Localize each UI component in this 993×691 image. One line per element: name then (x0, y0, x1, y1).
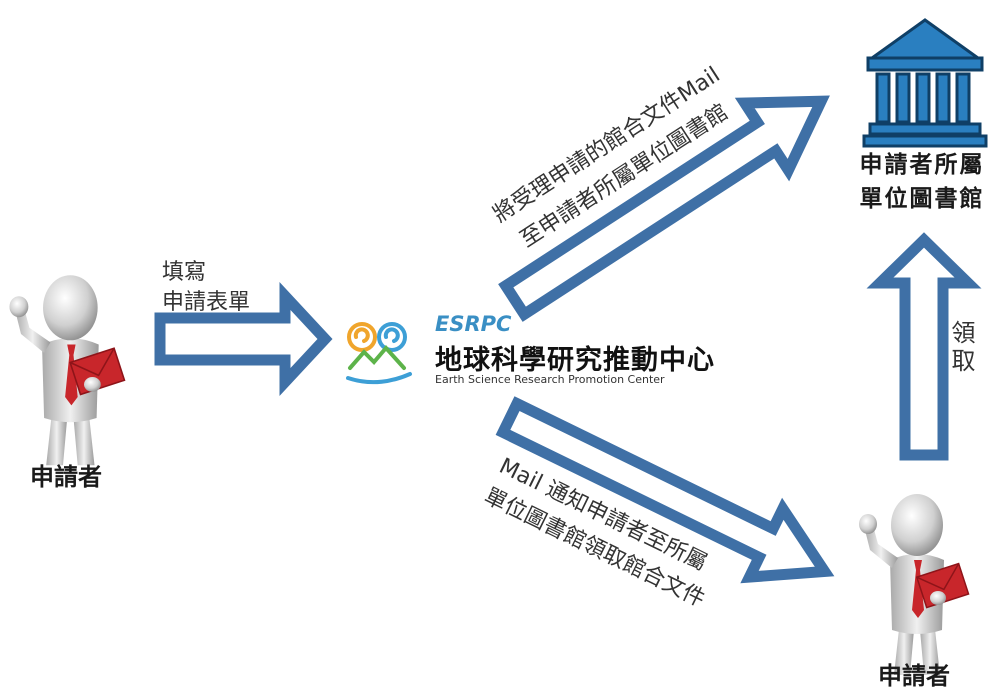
esrpc-acronym: ESRPC (435, 312, 512, 336)
mail-notify-arrow (495, 396, 835, 584)
pickup-label: 領取 (947, 320, 975, 376)
library-label-line1: 申請者所屬 (859, 152, 985, 178)
library-icon (862, 18, 988, 148)
library-label-line2: 單位圖書館 (859, 186, 985, 212)
applicant-right-label: 申請者 (878, 662, 950, 690)
applicant-left-label: 申請者 (30, 463, 102, 491)
fill-form-label-line1: 填寫 (162, 260, 207, 285)
applicant-right-figure (858, 493, 970, 676)
esrpc-name-en: Earth Science Research Promotion Center (435, 373, 665, 386)
pickup-arrow (866, 232, 982, 461)
fill-form-label-line2: 申請表單 (162, 290, 251, 315)
esrpc-name-zh: 地球科學研究推動中心 (435, 345, 715, 376)
fill-form-arrow (154, 282, 333, 396)
mail-to-library-arrow (498, 95, 830, 322)
library-label: 申請者所屬 單位圖書館 (852, 148, 992, 216)
applicant-left-figure (8, 274, 126, 467)
esrpc-logo-icon (346, 322, 412, 385)
